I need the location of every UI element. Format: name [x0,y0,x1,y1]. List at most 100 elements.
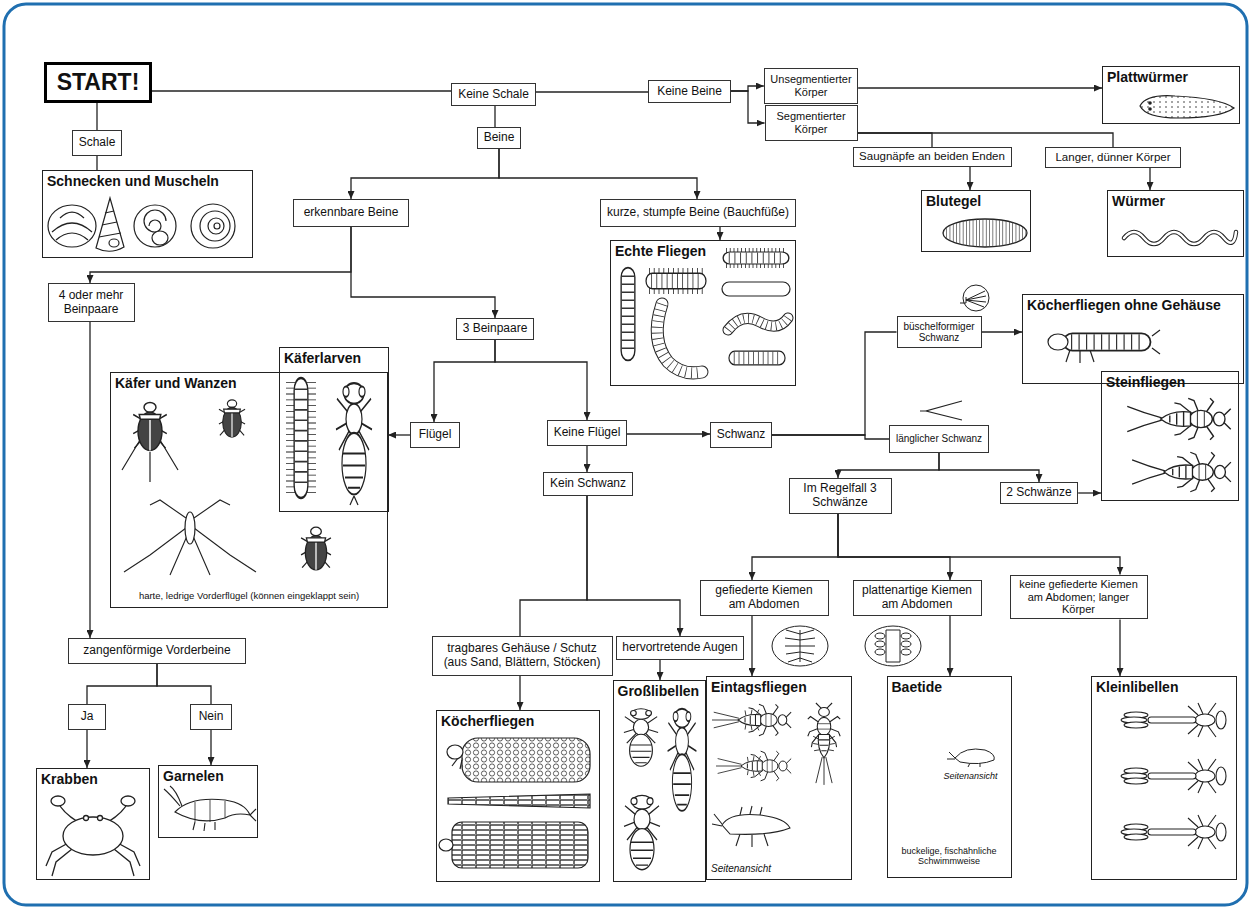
key-box: hervortretende Augen [616,636,744,660]
key-box: Keine Flügel [547,420,627,446]
taxon-box: Käfer und Wanzenharte, ledrige Vorderflü… [110,372,388,608]
key-box: zangenförmige Vorderbeine [68,638,246,664]
box-label: Unsegmentierter Körper [770,73,852,98]
dragonfly-drawings [624,709,696,870]
box-label: 3 Beinpaare [463,322,528,336]
connector [858,133,1114,147]
box-label: erkennbare Beine [304,206,399,220]
shell-drawings [48,198,235,251]
box-label: Im Regelfall 3 Schwänze [795,482,886,510]
key-box: Beine [477,127,521,149]
gill-callouts [772,626,921,666]
connector [434,340,495,422]
key-box: kurze, stumpfe Beine (Bauchfüße) [600,199,795,227]
key-box: 3 Beinpaare [456,318,534,340]
taxon-heading: Schnecken und Muscheln [47,172,219,190]
connector [751,616,752,676]
tuft-tail-callout [960,285,989,311]
caddis-larva-drawing [1048,330,1160,363]
connector [731,86,764,91]
leech-drawing [943,219,1027,247]
box-label: zangenförmige Vorderbeine [83,644,230,658]
taxon-heading: Eintagsfliegen [711,678,807,696]
taxon-box: Plattwürmer [1102,66,1240,124]
connector [772,332,897,435]
key-box: gefiederte Kiemen am Abdomen [700,580,829,616]
connector [90,227,351,283]
connector [520,496,587,636]
key-box: Ja [68,704,106,730]
key-box: Keine Beine [648,80,731,103]
key-box: 4 oder mehr Beinpaare [48,283,135,322]
flatworm-drawing [1140,96,1234,118]
box-label: Beine [484,131,515,145]
beetle-larva-drawings [294,378,372,505]
key-box: büschelformiger Schwanz [897,316,982,348]
worm-drawing [1124,232,1236,244]
taxon-box: Schnecken und Muscheln [42,170,253,258]
connector [858,133,933,147]
taxon-box: Großlibellen [613,680,706,882]
crab-drawing [46,796,140,876]
taxon-heading: Krabben [41,770,98,788]
key-box: Schwanz [710,422,772,448]
key-box: Schale [72,130,122,156]
connector [351,227,495,318]
key-box: Flügel [410,422,460,448]
box-label: kurze, stumpfe Beine (Bauchfüße) [607,206,789,220]
key-box: 2 Schwänze [1000,482,1078,504]
box-label: hervortretende Augen [622,641,737,655]
box-label: Keine Flügel [554,426,621,440]
fly-larva-drawings [621,252,790,373]
connector [499,149,697,199]
note-text: Seitenansicht [711,863,771,874]
key-box: länglicher Schwanz [889,425,988,453]
connector [210,730,211,765]
taxon-box: Würmer [1107,190,1244,257]
taxon-heading: Plattwürmer [1107,68,1188,86]
note-text: buckelige, fischähnliche Schwimmweise [892,846,1007,866]
connector [86,730,87,768]
taxon-heading: Köcherfliegen [441,712,534,730]
box-label: länglicher Schwanz [896,433,982,445]
box-label: 2 Schwänze [1006,486,1071,500]
taxon-box: Garnelen [158,765,258,838]
connector [586,446,587,472]
box-label: Ja [81,710,94,724]
connector [982,331,1023,332]
connector [1119,619,1120,676]
key-box: Unsegmentierter Körper [764,68,858,104]
connector [858,87,1102,88]
taxon-heading: Würmer [1112,192,1165,210]
start-box: START! [44,62,152,103]
connector [388,434,410,435]
box-label: Keine Beine [657,85,722,99]
connector [494,106,495,127]
taxon-box: Blutegel [921,190,1031,252]
connector [1078,492,1101,493]
key-box: erkennbare Beine [293,199,409,227]
connector [536,91,648,92]
taxon-box: Krabben [36,768,150,880]
box-label: Schale [79,136,116,150]
connector [96,156,97,170]
taxon-heading: Garnelen [163,767,224,785]
key-box: keine gefiederte Kiemen am Abdomen; lang… [1010,575,1148,620]
connector [731,91,765,123]
baetid-drawing [947,749,994,767]
connector [838,514,1120,575]
note-text: harte, ledrige Vorderflügel (können eing… [139,590,359,601]
long-tail-callout [920,401,962,420]
key-box: Im Regelfall 3 Schwänze [789,478,892,514]
key-box: Nein [190,704,232,730]
key-box: Segmentierter Körper [765,105,858,141]
connector [939,453,1039,482]
taxon-heading: Echte Fliegen [615,242,706,260]
taxon-box: Echte Fliegen [610,240,796,386]
connector [772,435,889,439]
connector [659,660,660,680]
caddis-case-drawings [439,738,590,868]
connector [152,90,451,91]
connector [969,167,970,190]
connector [157,664,211,704]
